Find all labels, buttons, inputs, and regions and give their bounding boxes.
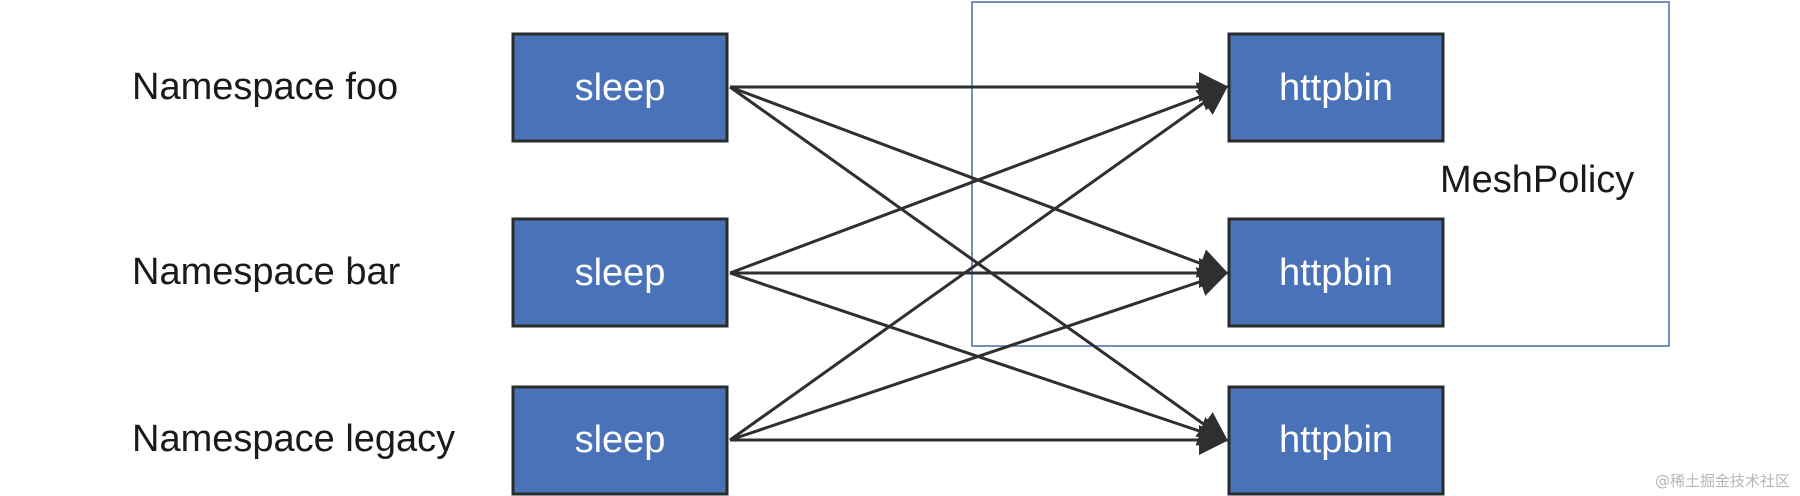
edge-sleep-bar-to-httpbin-foo xyxy=(729,82,1229,275)
sleep-node-foo[interactable]: sleep xyxy=(511,32,729,143)
httpbin-node-legacy[interactable]: httpbin xyxy=(1227,385,1445,496)
httpbin-node-bar[interactable]: httpbin xyxy=(1227,217,1445,328)
namespace-label-foo: Namespace foo xyxy=(132,66,398,108)
httpbin-node-foo-label: httpbin xyxy=(1279,67,1393,109)
edge-sleep-legacy-to-httpbin-foo xyxy=(729,85,1229,442)
httpbin-node-bar-label: httpbin xyxy=(1279,252,1393,294)
edge-sleep-legacy-to-httpbin-bar xyxy=(729,267,1229,442)
sleep-node-bar[interactable]: sleep xyxy=(511,217,729,328)
connection-edges xyxy=(729,72,1229,455)
mesh-policy-label: MeshPolicy xyxy=(1440,159,1634,201)
httpbin-node-legacy-label: httpbin xyxy=(1279,419,1393,461)
httpbin-node-foo[interactable]: httpbin xyxy=(1227,32,1445,143)
sleep-node-legacy[interactable]: sleep xyxy=(511,385,729,496)
namespace-label-bar: Namespace bar xyxy=(132,251,401,293)
namespace-label-legacy: Namespace legacy xyxy=(132,418,455,460)
watermark-text: @稀土掘金技术社区 xyxy=(1655,472,1790,490)
sleep-node-bar-label: sleep xyxy=(575,252,666,294)
sleep-node-foo-label: sleep xyxy=(575,67,666,109)
sleep-node-legacy-label: sleep xyxy=(575,419,666,461)
mesh-policy-boundary xyxy=(971,1,1670,347)
